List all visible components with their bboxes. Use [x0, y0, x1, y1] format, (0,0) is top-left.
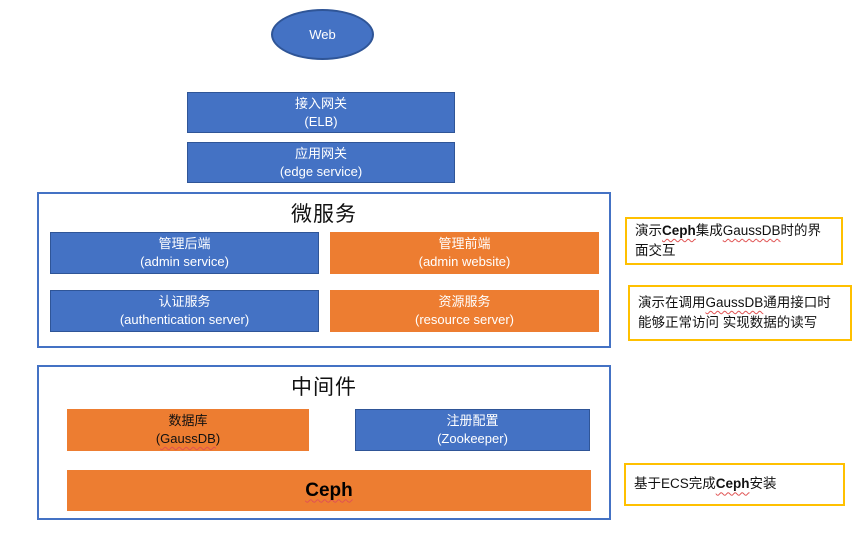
- auth-server-line1: 认证服务: [158, 294, 211, 309]
- admin-website-box: 管理前端 (admin website): [330, 232, 599, 274]
- note-segment: 演示在调用: [638, 294, 706, 310]
- note-gaussdb-api: 演示在调用GaussDB通用接口时能够正常访问 实现数据的读写: [628, 285, 852, 341]
- gateway-edge-line1: 应用网关: [294, 145, 347, 161]
- gaussdb-box: 数据库 (GaussDB): [67, 409, 309, 451]
- resource-server-line1: 资源服务: [438, 294, 491, 309]
- note-segment-ceph: Ceph: [715, 476, 750, 492]
- note-segment: 集成: [695, 222, 723, 238]
- auth-server-box: 认证服务 (authentication server): [50, 290, 319, 332]
- note-segment-gaussdb: GaussDB: [722, 222, 781, 238]
- admin-website-line2: (admin website): [418, 254, 511, 269]
- ceph-label: Ceph: [305, 479, 353, 501]
- gateway-elb-box: 接入网关 (ELB): [187, 92, 455, 133]
- middleware-title: 中间件: [291, 376, 357, 399]
- note-ceph-gaussdb-ui-text: 演示Ceph集成GaussDB时的界面交互: [635, 221, 833, 262]
- gateway-elb-line1: 接入网关: [294, 95, 347, 111]
- note-segment-ceph: Ceph: [662, 222, 696, 238]
- note-segment: 基于ECS完成: [634, 476, 716, 492]
- admin-service-box: 管理后端 (admin service): [50, 232, 319, 274]
- middleware-container: 中间件 数据库 (GaussDB) 注册配置 (Zookeeper) Ceph: [37, 365, 611, 520]
- admin-service-line2: (admin service): [140, 254, 229, 269]
- gateway-edge-line2: (edge service): [279, 163, 363, 179]
- admin-service-line1: 管理后端: [158, 236, 211, 251]
- ceph-box: Ceph: [67, 470, 591, 511]
- web-node-label: Web: [309, 27, 336, 42]
- note-ecs-ceph: 基于ECS完成Ceph安装: [624, 463, 845, 506]
- gateway-elb-line2: (ELB): [304, 113, 338, 129]
- note-ecs-ceph-text: 基于ECS完成Ceph安装: [634, 474, 777, 494]
- note-gaussdb-api-text: 演示在调用GaussDB通用接口时能够正常访问 实现数据的读写: [638, 293, 842, 334]
- web-node: Web: [271, 9, 374, 60]
- gaussdb-name: GaussDB: [160, 431, 216, 446]
- zookeeper-line1: 注册配置: [446, 413, 499, 428]
- microservices-container: 微服务 管理后端 (admin service) 管理前端 (admin web…: [37, 192, 611, 348]
- note-segment-gaussdb: GaussDB: [705, 294, 764, 310]
- zookeeper-line2: (Zookeeper): [437, 431, 508, 446]
- zookeeper-box: 注册配置 (Zookeeper): [355, 409, 590, 451]
- admin-website-line1: 管理前端: [438, 236, 491, 251]
- gaussdb-line1: 数据库: [168, 413, 208, 428]
- note-ceph-gaussdb-ui: 演示Ceph集成GaussDB时的界面交互: [625, 217, 843, 265]
- resource-server-box: 资源服务 (resource server): [330, 290, 599, 332]
- microservices-title: 微服务: [291, 203, 357, 226]
- note-segment: 演示: [635, 222, 662, 238]
- gateway-edge-box: 应用网关 (edge service): [187, 142, 455, 183]
- note-segment: 安装: [749, 476, 777, 492]
- note-segment: 通用接口时能够正常访问 实现数据的读写: [638, 294, 831, 330]
- gaussdb-line2: (GaussDB): [155, 431, 221, 446]
- auth-server-line2: (authentication server): [119, 312, 250, 327]
- note-segment: 时的界面交互: [635, 222, 822, 258]
- resource-server-line2: (resource server): [415, 312, 514, 327]
